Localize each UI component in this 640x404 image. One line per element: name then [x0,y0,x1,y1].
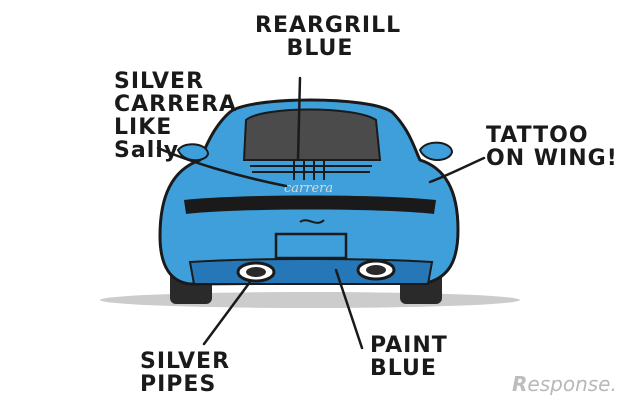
annotation-tattoo: TATTOO ON WING! [486,124,618,170]
annotation-line: PAINT [370,333,448,358]
watermark-mark: R [512,372,528,396]
ground-shadow [100,292,520,308]
leader-silver-pipes [202,280,252,346]
carrera-badge: carrera [284,181,333,196]
annotation-paint-blue: PAINT BLUE [370,334,448,380]
annotation-line: Sally [114,138,180,164]
diffuser [188,258,434,285]
right-exhaust-inner [366,265,386,275]
annotation-silver-carrera: SILVER CARRERA LIKE Sally [114,70,237,162]
rear-window [242,108,382,161]
rear-grill [250,160,372,180]
watermark-text: esponse. [527,372,617,396]
annotation-line: ON WING! [486,146,618,172]
response-watermark: Response. [512,372,617,396]
annotation-line: SILVER [140,349,231,374]
annotation-line: BLUE [370,356,437,382]
annotation-line: SILVER [114,69,205,94]
tail-light-bar [184,195,436,214]
annotation-silver-pipes: SILVER PIPES [140,350,230,396]
car-body [158,98,460,286]
leader-silver-carrera [156,146,288,188]
rear-logo [299,219,325,224]
leader-lines [156,76,486,350]
annotation-line: TATTOO [486,123,589,148]
annotation-line: BLUE [286,36,354,62]
annotation-line: PIPES [140,372,217,398]
leader-rear-grill [296,76,302,162]
leader-paint-blue [334,268,364,350]
annotation-line: LIKE [114,115,173,141]
annotation-line: REARGRILL [255,13,402,38]
right-mirror [418,141,454,161]
leader-tattoo [428,156,486,184]
annotation-line: CARRERA [114,92,238,118]
annotation-rear-grill: REARGRILL BLUE [255,13,402,62]
left-exhaust-inner [246,267,266,277]
license-plate [274,232,348,260]
